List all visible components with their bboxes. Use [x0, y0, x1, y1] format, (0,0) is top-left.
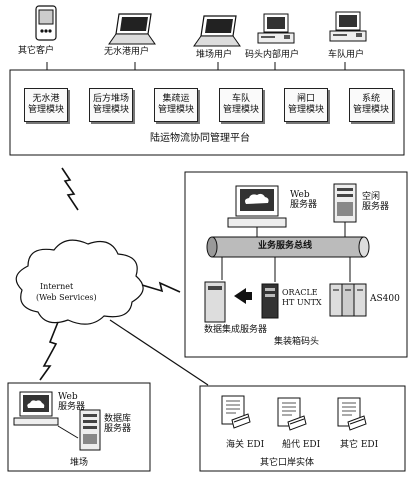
yard-db-server-label: 数据库 服务器: [104, 414, 132, 434]
yard-title: 堆场: [70, 458, 89, 468]
client-label: 码头内部用户: [245, 50, 300, 60]
client-label: 无水港用户: [104, 47, 150, 57]
database-server-icon: [79, 409, 101, 451]
yard-frame: [7, 382, 151, 472]
bus-label: 业务服务总线: [258, 241, 313, 251]
integration-server-label: 数据集成服务器: [204, 325, 268, 335]
module-name: 无水港: [32, 94, 60, 104]
web-server-label: Web 服务器: [290, 190, 318, 210]
edi-label: 海关 EDI: [226, 440, 265, 450]
module-suffix: 管理模块: [157, 105, 194, 115]
client-connectors: [46, 62, 346, 70]
network-link-line: [109, 319, 209, 386]
platform-title: 陆运物流协同管理平台: [150, 133, 250, 144]
platform-frame: [9, 69, 405, 156]
laptop-icon: [108, 13, 156, 45]
module-box: 闸口 管理模块: [284, 88, 328, 122]
document-icon: [221, 395, 251, 429]
oracle-server-icon: [261, 283, 279, 319]
edi-label: 其它 EDI: [340, 440, 379, 450]
internet-label: Internet: [40, 282, 74, 291]
desktop-computer-icon: [257, 13, 295, 44]
as400-label: AS400: [370, 294, 400, 304]
module-name: 车队: [231, 94, 250, 104]
as400-server-icon: [329, 283, 367, 317]
service-bus: [206, 222, 370, 282]
pda-icon: [35, 5, 57, 41]
internet-cloud: [15, 239, 144, 325]
module-suffix: 管理模块: [222, 105, 259, 115]
network-link-icon: [141, 281, 181, 293]
module-suffix: 管理模块: [352, 105, 389, 115]
terminal-frame: [184, 171, 408, 358]
oracle-label: ORACLE HT UNTX: [282, 288, 322, 307]
module-name: 系统: [361, 94, 380, 104]
document-icon: [337, 397, 367, 431]
web-server-icon: [227, 185, 287, 228]
module-box: 车队 管理模块: [219, 88, 263, 122]
ports-title: 其它口岸实体: [260, 458, 315, 468]
module-box: 系统 管理模块: [349, 88, 393, 122]
client-label: 车队用户: [328, 50, 365, 60]
module-suffix: 管理模块: [27, 105, 64, 115]
yard-web-server-icon: [13, 391, 79, 439]
client-label: 其它客户: [18, 46, 55, 56]
ports-frame: [199, 385, 406, 472]
internet-sublabel: (Web Services): [36, 293, 97, 302]
integration-server-icon: [204, 281, 252, 323]
module-name: 集疏运: [162, 94, 190, 104]
terminal-title: 集装箱码头: [274, 337, 320, 347]
module-box: 后方堆场 管理模块: [89, 88, 133, 122]
module-suffix: 管理模块: [287, 105, 324, 115]
module-name: 后方堆场: [92, 94, 129, 104]
module-suffix: 管理模块: [92, 105, 129, 115]
client-label: 堆场用户: [196, 50, 233, 60]
module-box: 无水港 管理模块: [24, 88, 68, 122]
yard-web-server-label: Web 服务器: [58, 392, 86, 412]
laptop-icon: [193, 15, 241, 47]
desktop-computer-icon: [329, 11, 367, 42]
network-link-icon: [39, 321, 59, 381]
document-icon: [277, 397, 307, 431]
module-name: 闸口: [296, 94, 315, 104]
network-link-icon: [61, 167, 79, 211]
module-box: 集疏运 管理模块: [154, 88, 198, 122]
idle-server-label: 空闲 服务器: [362, 192, 390, 212]
idle-server-icon: [333, 183, 357, 223]
edi-label: 船代 EDI: [282, 440, 321, 450]
